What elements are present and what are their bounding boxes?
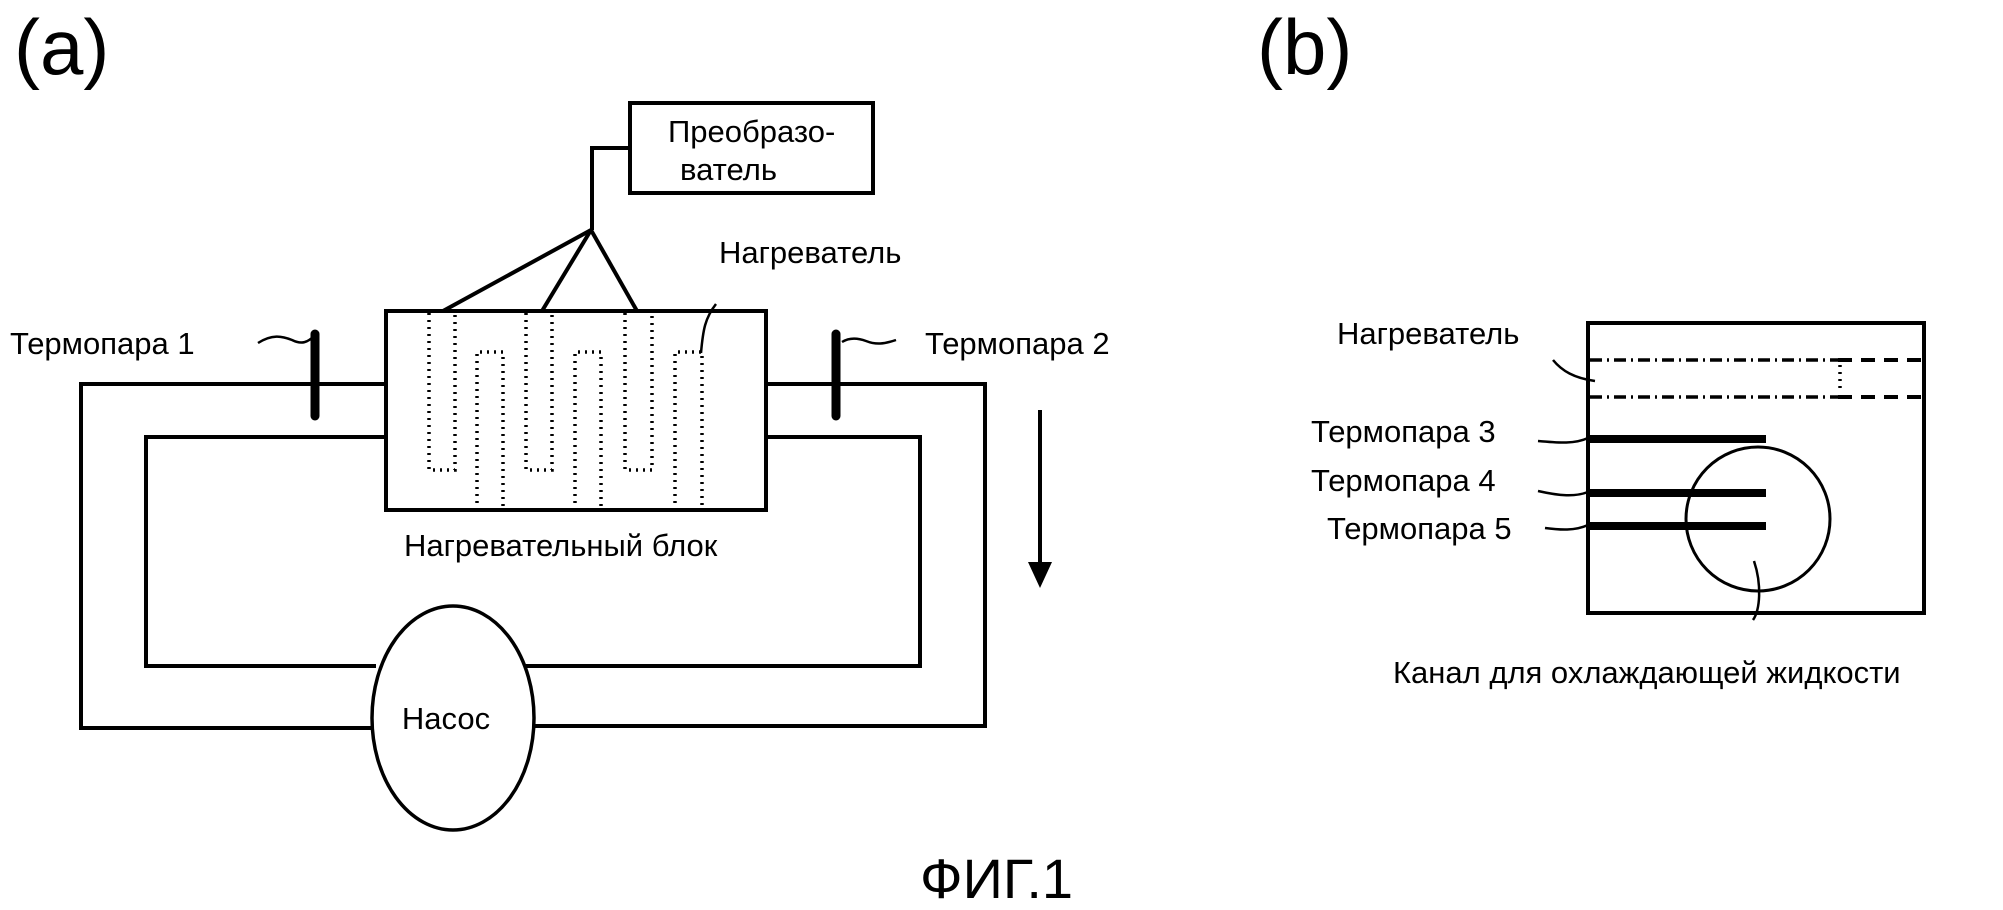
thermocouple-3-label: Термопара 3	[1311, 414, 1496, 449]
thermocouple-5: Термопара 5	[1327, 511, 1766, 546]
heater-wire-2	[540, 228, 593, 313]
panel-a: (a) Преобразо- ватель Нагреватель Нагрев…	[10, 3, 1110, 832]
arrow-head-icon	[1028, 562, 1052, 588]
heater-leader	[699, 303, 717, 354]
flow-direction-arrow	[1028, 410, 1052, 588]
panel-a-label: (a)	[14, 3, 109, 91]
thermocouple-4-leader	[1537, 489, 1589, 497]
panel-b-label: (b)	[1257, 3, 1352, 91]
loop-inner-left	[144, 435, 386, 668]
coolant-channel-circle	[1684, 445, 1832, 593]
coolant-channel-leader	[1751, 560, 1761, 621]
heater-b-leader	[1552, 359, 1596, 383]
coolant-loop	[79, 382, 987, 730]
pump-label: Насос	[402, 701, 490, 736]
heater-wire-3	[589, 229, 639, 312]
thermocouple-2-label: Термопара 2	[925, 326, 1110, 361]
heating-block: Нагреватель Нагревательный блок	[384, 235, 901, 563]
loop-outer-right	[523, 382, 987, 728]
loop-inner-right	[518, 435, 922, 668]
heater-label-a: Нагреватель	[719, 235, 901, 270]
figure-caption: ФИГ.1	[920, 847, 1073, 910]
thermocouple-5-leader	[1544, 523, 1589, 531]
converter: Преобразо- ватель	[628, 101, 875, 195]
thermocouple-4-label: Термопара 4	[1311, 463, 1496, 498]
coolant-channel-label: Канал для охлаждающей жидкости	[1393, 655, 1901, 690]
converter-lead	[590, 146, 630, 230]
thermocouple-1-leader	[257, 335, 315, 345]
thermocouple-3: Термопара 3	[1311, 414, 1766, 449]
heater-wire-1	[442, 228, 592, 313]
thermocouple-2-leader	[841, 337, 897, 345]
heater-coil	[427, 313, 704, 510]
heater-layer: Нагреватель	[1337, 316, 1922, 399]
pump: Насос	[370, 604, 536, 832]
converter-wires	[442, 146, 639, 313]
heating-block-label: Нагревательный блок	[404, 528, 718, 563]
coolant-channel: Канал для охлаждающей жидкости	[1393, 445, 1901, 690]
thermocouple-5-label: Термопара 5	[1327, 511, 1512, 546]
thermocouple-1: Термопара 1	[10, 326, 320, 421]
heater-label-b: Нагреватель	[1337, 316, 1519, 351]
converter-label-line1: Преобразо-	[668, 114, 835, 149]
thermocouple-1-label: Термопара 1	[10, 326, 195, 361]
thermocouple-4: Термопара 4	[1311, 463, 1766, 498]
loop-outer-left	[79, 382, 400, 730]
pump-shape	[370, 604, 536, 832]
panel-b: (b) Нагреватель Канал для охлаждающей жи…	[1257, 3, 1926, 690]
converter-label-line2: ватель	[680, 152, 777, 187]
thermocouple-3-leader	[1537, 436, 1589, 444]
thermocouple-2: Термопара 2	[831, 326, 1110, 421]
